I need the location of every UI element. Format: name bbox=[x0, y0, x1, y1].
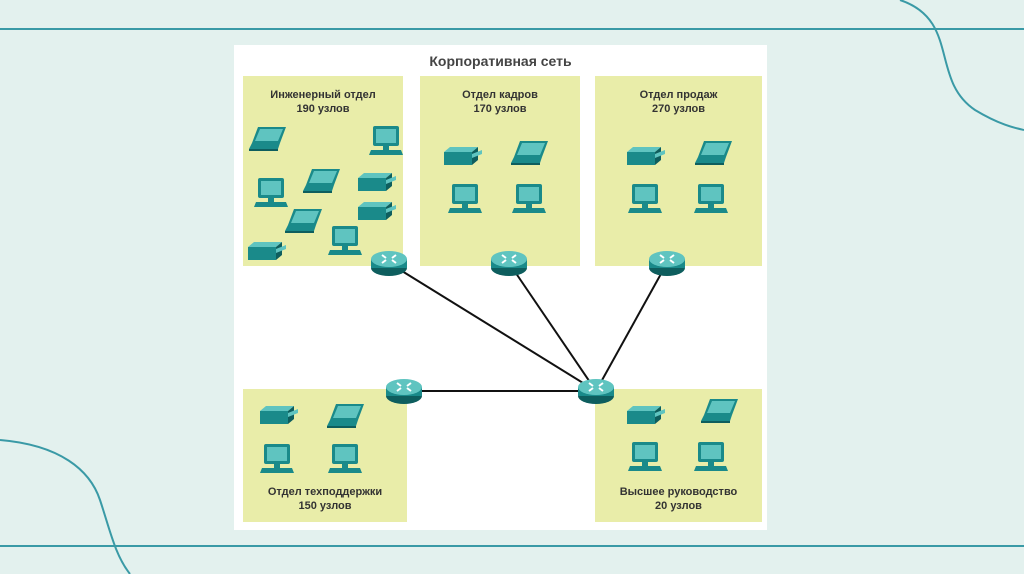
laptop-icon bbox=[248, 125, 288, 158]
router-icon bbox=[385, 376, 423, 411]
laptop-icon bbox=[326, 402, 366, 435]
desktop-icon bbox=[254, 177, 290, 214]
link-engineering-core bbox=[388, 262, 597, 392]
laptop-icon bbox=[510, 139, 550, 172]
dept-hr-nodes: 170 узлов bbox=[473, 103, 527, 115]
desktop-icon bbox=[369, 125, 405, 162]
diagram-title: Корпоративная сеть bbox=[429, 53, 572, 69]
dept-support-label: Отдел техподдержки 150 узлов bbox=[243, 485, 407, 513]
dept-hr-name: Отдел кадров bbox=[462, 89, 538, 101]
desktop-icon bbox=[694, 183, 730, 220]
top-divider-line bbox=[0, 28, 1024, 30]
dept-management: Высшее руководство 20 узлов bbox=[595, 389, 762, 522]
printer-icon bbox=[246, 241, 286, 266]
network-diagram: Корпоративная сеть Инженерный отдел 190 … bbox=[234, 45, 767, 530]
dept-engineering-name: Инженерный отдел bbox=[270, 89, 376, 101]
desktop-icon bbox=[328, 225, 364, 262]
router-icon bbox=[648, 248, 686, 283]
router-icon bbox=[577, 376, 615, 411]
printer-icon bbox=[356, 201, 396, 226]
dept-management-nodes: 20 узлов bbox=[655, 500, 702, 512]
desktop-icon bbox=[260, 443, 296, 480]
dept-support-name: Отдел техподдержки bbox=[267, 486, 383, 498]
network-links bbox=[388, 262, 668, 392]
link-sales-core bbox=[595, 262, 668, 392]
printer-icon bbox=[258, 405, 298, 430]
bottom-divider-line bbox=[0, 545, 1024, 547]
dept-engineering-nodes: 190 узлов bbox=[296, 103, 350, 115]
dept-sales-label: Отдел продаж 270 узлов bbox=[595, 88, 762, 116]
link-hr-core bbox=[508, 262, 597, 392]
desktop-icon bbox=[328, 443, 364, 480]
laptop-icon bbox=[694, 139, 734, 172]
printer-icon bbox=[442, 146, 482, 171]
printer-icon bbox=[625, 405, 665, 430]
router-icon bbox=[370, 248, 408, 283]
dept-support-nodes: 150 узлов bbox=[298, 500, 352, 512]
desktop-icon bbox=[448, 183, 484, 220]
dept-hr-label: Отдел кадров 170 узлов bbox=[420, 88, 580, 116]
dept-engineering-label: Инженерный отдел 190 узлов bbox=[243, 88, 403, 116]
dept-management-label: Высшее руководство 20 узлов bbox=[595, 485, 762, 513]
dept-sales-nodes: 270 узлов bbox=[651, 103, 706, 115]
dept-management-name: Высшее руководство bbox=[619, 486, 738, 498]
laptop-icon bbox=[284, 207, 324, 240]
dept-sales-name: Отдел продаж bbox=[639, 89, 718, 101]
printer-icon bbox=[625, 146, 665, 171]
printer-icon bbox=[356, 172, 396, 197]
desktop-icon bbox=[628, 441, 664, 478]
laptop-icon bbox=[700, 397, 740, 430]
desktop-icon bbox=[628, 183, 664, 220]
desktop-icon bbox=[512, 183, 548, 220]
dept-hr: Отдел кадров 170 узлов bbox=[420, 76, 580, 266]
laptop-icon bbox=[302, 167, 342, 200]
desktop-icon bbox=[694, 441, 730, 478]
dept-sales: Отдел продаж 270 узлов bbox=[595, 76, 762, 266]
router-icon bbox=[490, 248, 528, 283]
